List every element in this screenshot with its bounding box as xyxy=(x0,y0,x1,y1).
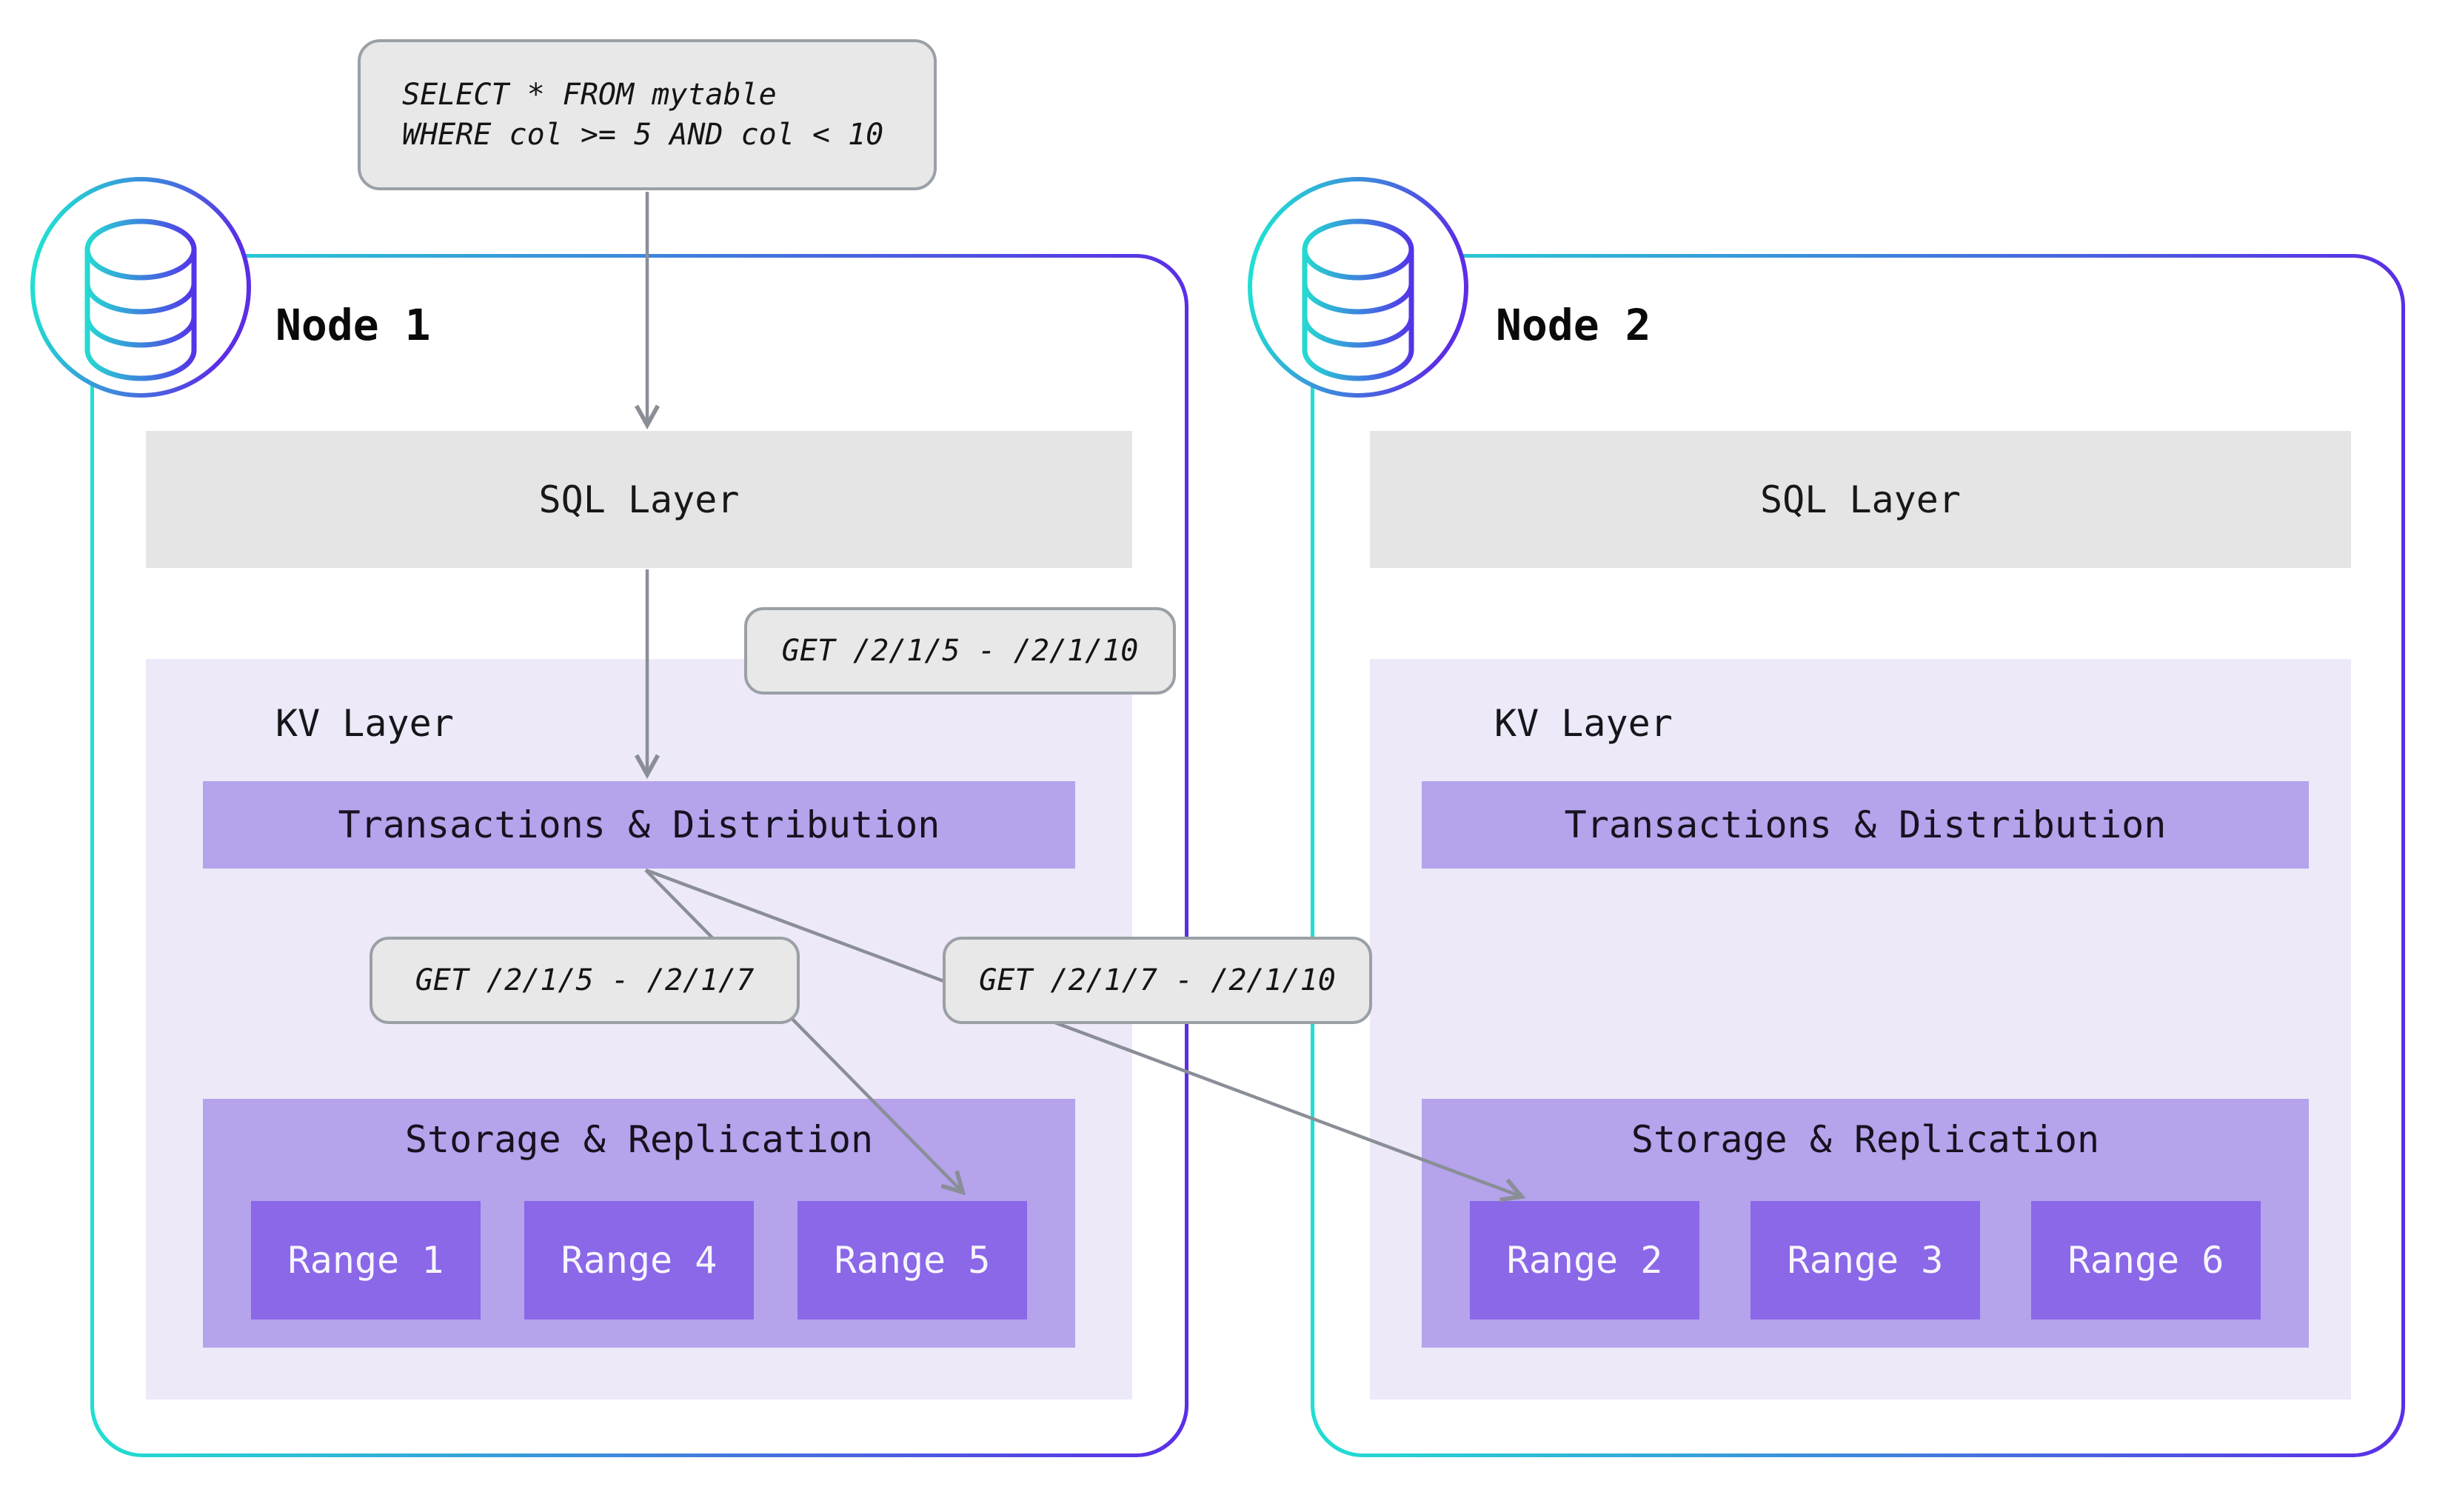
node1-range-4: Range 4 xyxy=(524,1201,754,1319)
database-icon xyxy=(84,218,197,381)
get-callout-local-range: GET /2/1/5 - /2/1/7 xyxy=(370,937,800,1024)
node2-transactions-bar: Transactions & Distribution xyxy=(1422,781,2309,869)
sql-query-line1: SELECT * FROM mytable xyxy=(402,78,777,112)
node1-database-badge-inner xyxy=(35,181,247,393)
node1-storage-box: Storage & Replication Range 1 Range 4 Ra… xyxy=(203,1099,1075,1348)
node1-kv-layer-label: KV Layer xyxy=(275,702,454,745)
node1-transactions-label: Transactions & Distribution xyxy=(338,803,940,846)
node2-title: Node 2 xyxy=(1496,300,1651,350)
node2-database-badge xyxy=(1248,177,1468,398)
node2-range-2: Range 2 xyxy=(1470,1201,1699,1319)
node1-title: Node 1 xyxy=(275,300,431,350)
get-callout-remote-range: GET /2/1/7 - /2/1/10 xyxy=(943,937,1372,1024)
node1-sql-layer-label: SQL Layer xyxy=(538,478,740,521)
node1-database-badge xyxy=(30,177,251,398)
node1-range-row: Range 1 Range 4 Range 5 xyxy=(251,1201,1027,1319)
get-callout-full-span: GET /2/1/5 - /2/1/10 xyxy=(744,607,1176,695)
sql-query-callout: SELECT * FROM mytable WHERE col >= 5 AND… xyxy=(358,39,937,190)
node1-transactions-bar: Transactions & Distribution xyxy=(203,781,1075,869)
node2-range-row: Range 2 Range 3 Range 6 xyxy=(1470,1201,2261,1319)
node2-sql-layer-label: SQL Layer xyxy=(1760,478,1961,521)
node1-range-1: Range 1 xyxy=(251,1201,481,1319)
node2-transactions-label: Transactions & Distribution xyxy=(1564,803,2167,846)
node2-sql-layer: SQL Layer xyxy=(1370,431,2351,568)
node2-kv-layer-label: KV Layer xyxy=(1494,702,1673,745)
node2-database-badge-inner xyxy=(1252,181,1464,393)
sql-query-line2: WHERE col >= 5 AND col < 10 xyxy=(402,118,884,152)
database-icon xyxy=(1302,218,1414,381)
node1-sql-layer: SQL Layer xyxy=(146,431,1132,568)
node2-range-6: Range 6 xyxy=(2031,1201,2261,1319)
node2-storage-box: Storage & Replication Range 2 Range 3 Ra… xyxy=(1422,1099,2309,1348)
node1-range-5: Range 5 xyxy=(798,1201,1027,1319)
node2-range-3: Range 3 xyxy=(1751,1201,1980,1319)
node1-storage-label: Storage & Replication xyxy=(404,1118,874,1161)
node2-storage-label: Storage & Replication xyxy=(1631,1118,2100,1161)
